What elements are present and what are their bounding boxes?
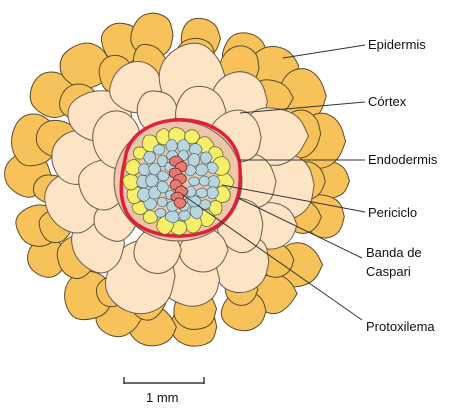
- label-endodermis: Endodermis: [368, 152, 438, 167]
- stele-cell: [155, 209, 166, 218]
- stele-cell: [188, 154, 200, 167]
- scale-bar: [124, 377, 204, 384]
- label-pericycle: Periciclo: [368, 205, 417, 220]
- scale-bar-label: 1 mm: [146, 390, 179, 405]
- label-cortex: Córtex: [368, 94, 407, 109]
- label-caspari-line2: Caspari: [366, 264, 411, 279]
- stele-cell: [166, 139, 178, 151]
- stele-cell: [179, 210, 191, 220]
- stele-cell: [153, 145, 165, 155]
- protoxylem-cell: [174, 198, 186, 208]
- stele-cell: [144, 151, 156, 164]
- stele-cell: [199, 176, 209, 186]
- stele-cell: [196, 188, 208, 198]
- epidermis-leader: [283, 45, 365, 58]
- label-epidermis: Epidermis: [368, 37, 426, 52]
- stele-cell: [189, 144, 202, 155]
- label-protoxylem: Protoxilema: [366, 319, 435, 334]
- label-caspari-line1: Banda de: [366, 245, 422, 260]
- stele-cell: [189, 177, 200, 186]
- stele-cell: [157, 197, 167, 207]
